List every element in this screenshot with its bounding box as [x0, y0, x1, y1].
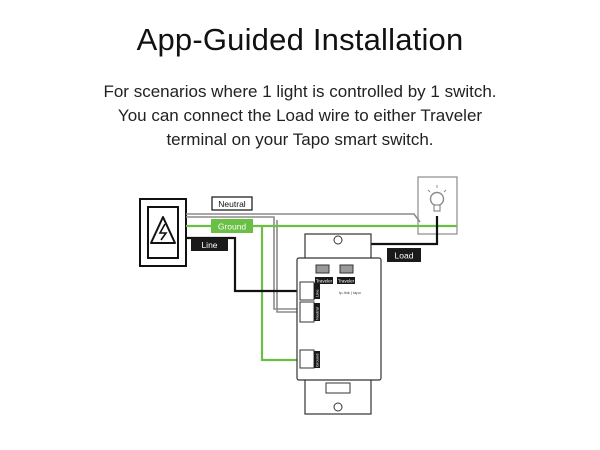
traveler-label-left: Traveler [316, 279, 333, 284]
high-voltage-icon [150, 216, 176, 244]
svg-text:Line: Line [201, 240, 217, 250]
subtitle-line-1: For scenarios where 1 light is controlle… [103, 82, 497, 101]
svg-text:Ground: Ground [218, 222, 247, 232]
traveler-terminal-right [339, 264, 354, 274]
svg-text:Load: Load [395, 251, 414, 261]
light-bulb-icon [427, 185, 447, 212]
subtitle-line-2: You can connect the Load wire to either … [117, 106, 483, 125]
smart-switch: Traveler Traveler tp-link | tapo Line Ne… [296, 233, 382, 415]
neutral-label: Neutral [211, 196, 253, 211]
load-label: Load [387, 248, 421, 262]
switch-side-label-ground: Ground [315, 354, 320, 367]
brand-label: tp-link | tapo [339, 290, 361, 295]
svg-text:Neutral: Neutral [218, 199, 246, 209]
page-title: App-Guided Installation [136, 22, 464, 57]
page-subtitle: For scenarios where 1 light is controlle… [40, 80, 560, 152]
ground-label: Ground [211, 219, 253, 233]
traveler-terminal-left [315, 264, 330, 274]
switch-side-label-line: Line [315, 289, 320, 297]
subtitle-line-3: terminal on your Tapo smart switch. [166, 130, 434, 149]
power-source [139, 198, 187, 267]
traveler-label-right: Traveler [338, 279, 355, 284]
switch-side-label-neutral: Neutral [315, 307, 320, 320]
line-label: Line [191, 238, 228, 251]
